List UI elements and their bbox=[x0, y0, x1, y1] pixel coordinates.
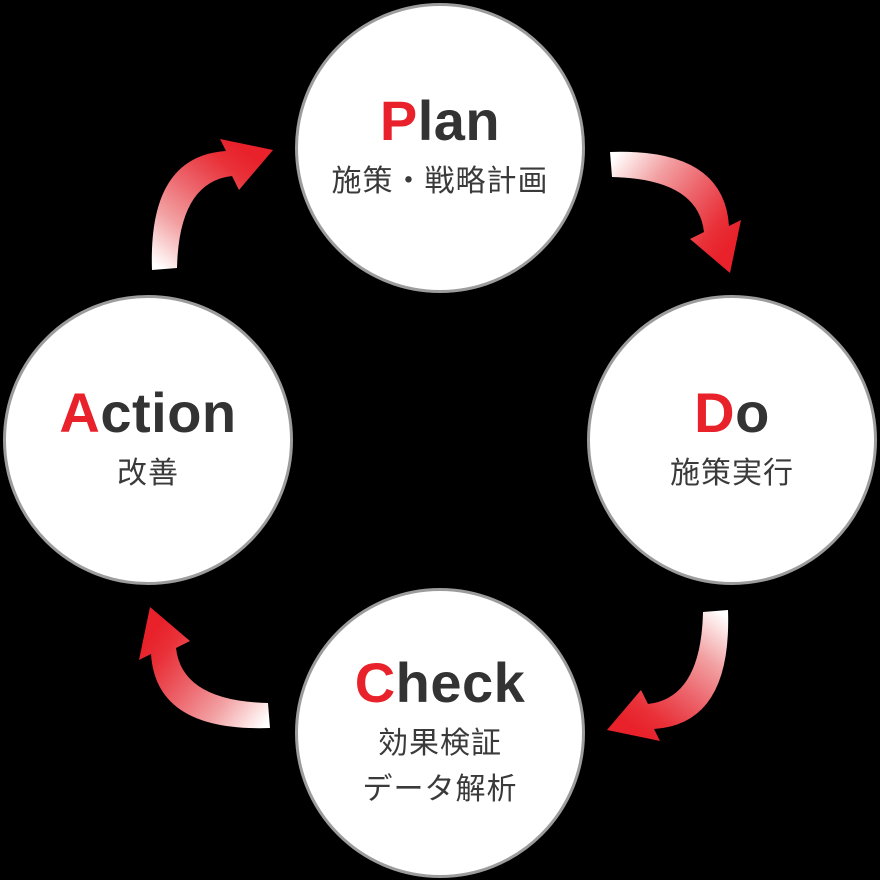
arrow-check-to-action bbox=[139, 607, 270, 729]
arrow-action-to-plan bbox=[151, 139, 273, 270]
step-title-initial: D bbox=[694, 381, 736, 445]
step-subtitle-do: 施策実行 bbox=[670, 451, 794, 498]
step-title-do: Do bbox=[694, 382, 770, 445]
step-title-initial: P bbox=[379, 89, 418, 153]
subtitle-line: 施策実行 bbox=[670, 456, 794, 492]
step-subtitle-action: 改善 bbox=[117, 451, 179, 498]
node-check: Check 効果検証 データ解析 bbox=[295, 588, 585, 878]
step-subtitle-plan: 施策・戦略計画 bbox=[332, 159, 549, 206]
subtitle-line: データ解析 bbox=[362, 772, 518, 808]
step-title-rest: heck bbox=[395, 651, 526, 715]
step-title-action: Action bbox=[59, 382, 236, 445]
subtitle-line: 効果検証 bbox=[378, 725, 502, 761]
node-action: Action 改善 bbox=[3, 295, 293, 585]
step-title-check: Check bbox=[354, 651, 526, 715]
step-title-rest: ction bbox=[100, 381, 237, 445]
step-title-plan: Plan bbox=[380, 90, 500, 153]
node-plan: Plan 施策・戦略計画 bbox=[295, 3, 585, 293]
arrow-do-to-check bbox=[607, 610, 729, 741]
arrow-plan-to-do bbox=[610, 151, 741, 273]
step-title-rest: lan bbox=[417, 89, 501, 153]
node-do: Do 施策実行 bbox=[587, 295, 877, 585]
subtitle-line: 施策・戦略計画 bbox=[331, 164, 549, 200]
subtitle-line: 改善 bbox=[117, 456, 179, 492]
step-subtitle-check: 効果検証 データ解析 bbox=[363, 721, 518, 814]
step-title-initial: A bbox=[59, 381, 101, 445]
step-title-rest: o bbox=[735, 381, 770, 445]
step-title-initial: C bbox=[354, 651, 396, 715]
